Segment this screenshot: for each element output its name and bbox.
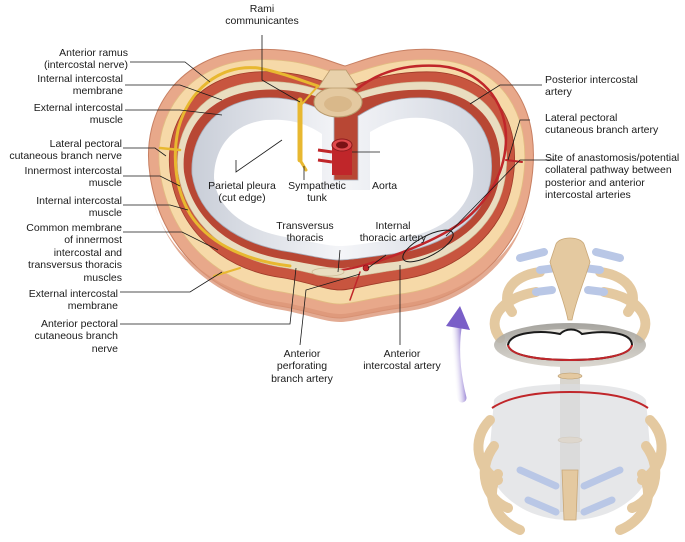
- ribcage-inset: [446, 237, 667, 535]
- label-parietal-pleura: Parietal pleura (cut edge): [208, 180, 276, 205]
- label-internal-intercostal-membrane: Internal intercostal membrane: [37, 73, 123, 98]
- label-anastomosis-site: Site of anastomosis/potential collateral…: [545, 152, 680, 202]
- label-anterior-ramus: Anterior ramus (intercostal nerve): [43, 47, 128, 72]
- label-anterior-perforating-artery: Anterior perforating branch artery: [271, 348, 333, 385]
- label-internal-thoracic-artery: Internal thoracic artery: [359, 220, 427, 245]
- label-external-intercostal-muscle: External intercostal muscle: [33, 102, 123, 127]
- aorta: [317, 138, 353, 175]
- label-rami-communicantes: Rami communicantes: [225, 3, 299, 28]
- lower-ribs: [473, 415, 667, 535]
- manubrium: [549, 237, 591, 321]
- sternum: [311, 267, 345, 277]
- highlighted-intercostal-band: [491, 390, 649, 409]
- label-lateral-pectoral-cutaneous-artery: Lateral pectoral cutaneous branch artery: [545, 112, 659, 137]
- lower-thorax-volume: [488, 384, 652, 520]
- pointer-arrow: [451, 317, 467, 403]
- pleural-cavity: [214, 117, 474, 246]
- anastomosis-outline: [402, 229, 454, 263]
- vertebra: [313, 69, 363, 118]
- label-internal-intercostal-muscle: Internal intercostal muscle: [36, 195, 122, 220]
- internal-thoracic-artery-section: [362, 264, 370, 272]
- label-anterior-intercostal-artery: Anterior intercostal artery: [363, 348, 441, 373]
- leader-lines: [120, 35, 555, 346]
- label-posterior-intercostal-artery: Posterior intercostal artery: [545, 74, 638, 99]
- nerve-paths: [158, 66, 320, 277]
- label-transversus-thoracis: Transversus thoracis: [276, 220, 334, 245]
- label-external-intercostal-membrane: External intercostal membrane: [28, 288, 118, 313]
- label-common-membrane: Common membrane of innermost intercostal…: [26, 222, 122, 284]
- label-anterior-pectoral-cutaneous-nerve: Anterior pectoral cutaneous branch nerve: [34, 318, 118, 355]
- label-sympathetic-trunk: Sympathetic tunk: [288, 180, 346, 205]
- label-lateral-pectoral-cutaneous-nerve: Lateral pectoral cutaneous branch nerve: [9, 138, 122, 163]
- sternum-body: [561, 469, 579, 521]
- thoracic-cross-section: [148, 48, 534, 322]
- label-innermost-intercostal-muscle: Innermost intercostal muscle: [24, 165, 122, 190]
- label-aorta: Aorta: [372, 180, 398, 192]
